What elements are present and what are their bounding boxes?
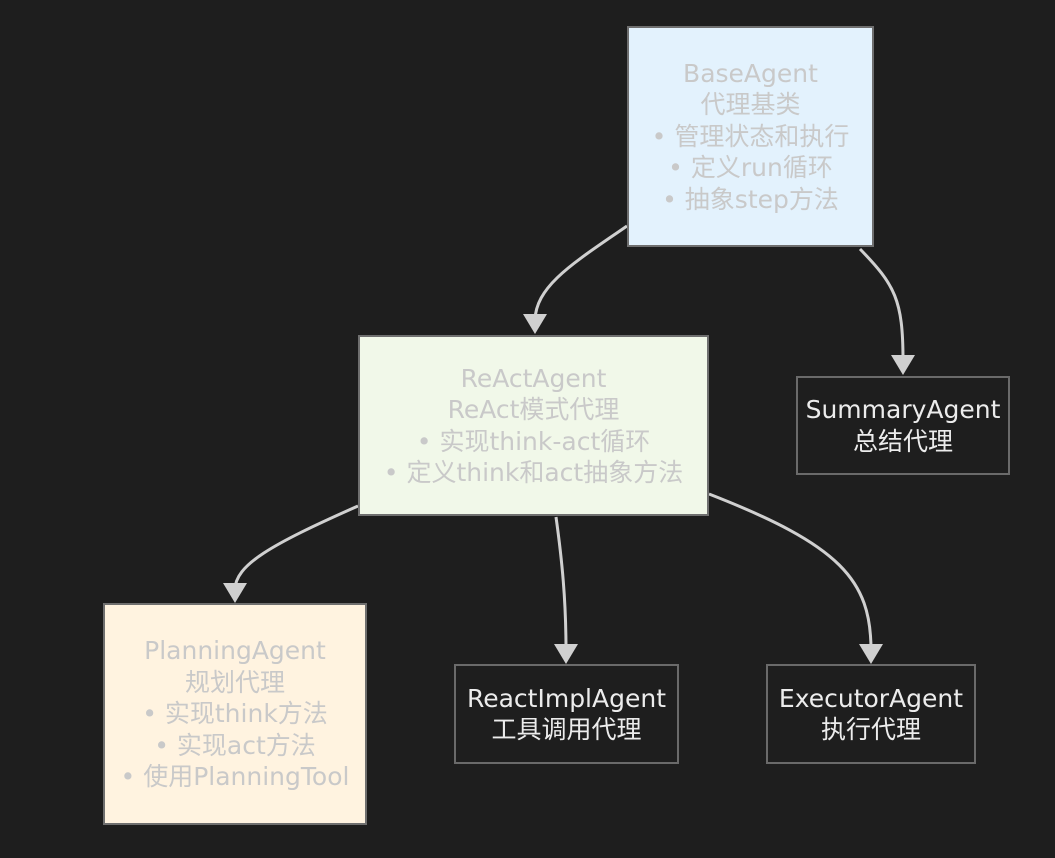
node-title: SummaryAgent (805, 395, 1001, 424)
node-title: PlanningAgent (144, 636, 326, 666)
node-subtitle: 工具调用代理 (491, 715, 642, 744)
arrowhead-summary (891, 355, 915, 375)
node-planningagent: PlanningAgent 规划代理 • 实现think方法 • 实现act方法… (103, 603, 367, 825)
node-bullet: • 实现act方法 (154, 730, 316, 760)
node-subtitle: 代理基类 (700, 90, 801, 120)
arrowhead-react (523, 314, 547, 334)
node-bullet: • 抽象step方法 (662, 184, 839, 214)
node-subtitle: ReAct模式代理 (447, 395, 620, 424)
edge-base-to-summary (858, 247, 905, 361)
arrowhead-planning (223, 583, 247, 603)
node-subtitle: 总结代理 (852, 426, 953, 456)
node-executoragent: ExecutorAgent 执行代理 (766, 664, 976, 764)
edge-react-to-executor (708, 492, 873, 651)
node-summaryagent: SummaryAgent 总结代理 (796, 376, 1010, 475)
node-reactimplagent: ReactImplAgent 工具调用代理 (454, 664, 679, 764)
edge-base-to-react (533, 224, 628, 321)
node-title: BaseAgent (683, 58, 818, 88)
node-bullet: • 使用PlanningTool (120, 762, 350, 792)
node-bullet: • 管理状态和执行 (651, 121, 850, 151)
edge-react-to-reactimpl (554, 516, 568, 651)
node-subtitle: 执行代理 (820, 715, 921, 744)
arrowhead-executor (859, 644, 883, 664)
node-bullet: • 实现think方法 (142, 699, 328, 729)
node-bullet: • 实现think-act循环 (416, 426, 651, 456)
node-baseagent: BaseAgent 代理基类 • 管理状态和执行 • 定义run循环 • 抽象s… (627, 26, 874, 247)
node-bullet: • 定义run循环 (668, 153, 833, 183)
node-bullet: • 定义think和act抽象方法 (383, 458, 684, 487)
node-reactagent: ReActAgent ReAct模式代理 • 实现think-act循环 • 定… (358, 335, 709, 516)
node-title: ReactImplAgent (466, 683, 667, 713)
node-title: ExecutorAgent (778, 683, 964, 713)
node-title: ReActAgent (460, 363, 607, 393)
arrowhead-reactimpl (554, 644, 578, 664)
edge-react-to-planning (233, 504, 359, 591)
node-subtitle: 规划代理 (184, 667, 285, 697)
